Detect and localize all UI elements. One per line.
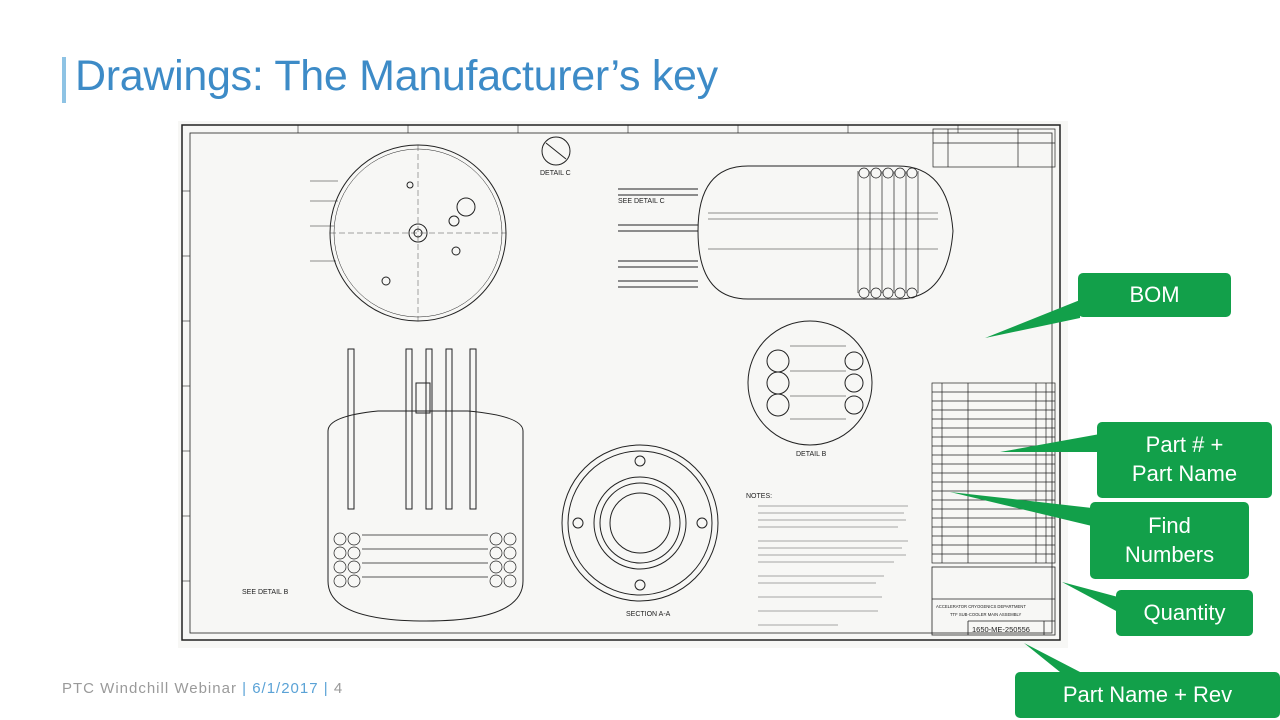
callout-quantity-text: Quantity [1143, 599, 1226, 625]
callout-part-number-name-text: Part # + Part Name [1131, 432, 1238, 486]
callout-bom: BOM [1078, 273, 1231, 317]
footer-separator: | [323, 680, 329, 697]
section-aa-label: SECTION A-A [626, 611, 671, 618]
callout-part-name-rev-text: Part Name + Rev [1062, 681, 1233, 707]
title-block [931, 566, 1056, 636]
callout-quantity: Quantity [1116, 590, 1253, 636]
slide-footer: PTC Windchill Webinar | 6/1/2017 | 4 [62, 680, 343, 697]
detail-b-label: DETAIL B [796, 451, 827, 458]
title-accent-bar [62, 57, 66, 103]
callout-find-numbers-text: Find Numbers [1124, 512, 1215, 567]
callout-find-numbers: Find Numbers [1090, 502, 1249, 579]
callout-part-number-name: Part # + Part Name [1097, 422, 1272, 498]
footer-separator: | [242, 680, 248, 697]
see-detail-b-label: SEE DETAIL B [242, 589, 289, 596]
assembly-label: TTF SUB-COOLER MAIN ASSEMBLY [950, 612, 1022, 617]
callout-bom-text: BOM [1129, 281, 1180, 307]
drawing-number: 1650-ME-250556 [972, 625, 1030, 634]
detail-c-label: DETAIL C [540, 170, 571, 177]
footer-date: 6/1/2017 [252, 680, 319, 697]
dept-label: ACCELERATOR CRYOGENICS DEPARTMENT [936, 604, 1026, 609]
slide-title: Drawings: The Manufacturer’s key [75, 52, 718, 100]
engineering-drawing: DETAIL C SEE DETAIL C DETAIL B [178, 121, 1068, 648]
see-detail-c-label: SEE DETAIL C [618, 198, 665, 205]
callout-part-name-rev: Part Name + Rev [1015, 672, 1280, 718]
notes-label: NOTES: [746, 493, 772, 500]
footer-event: PTC Windchill Webinar [62, 680, 237, 697]
footer-page-number: 4 [333, 680, 344, 697]
